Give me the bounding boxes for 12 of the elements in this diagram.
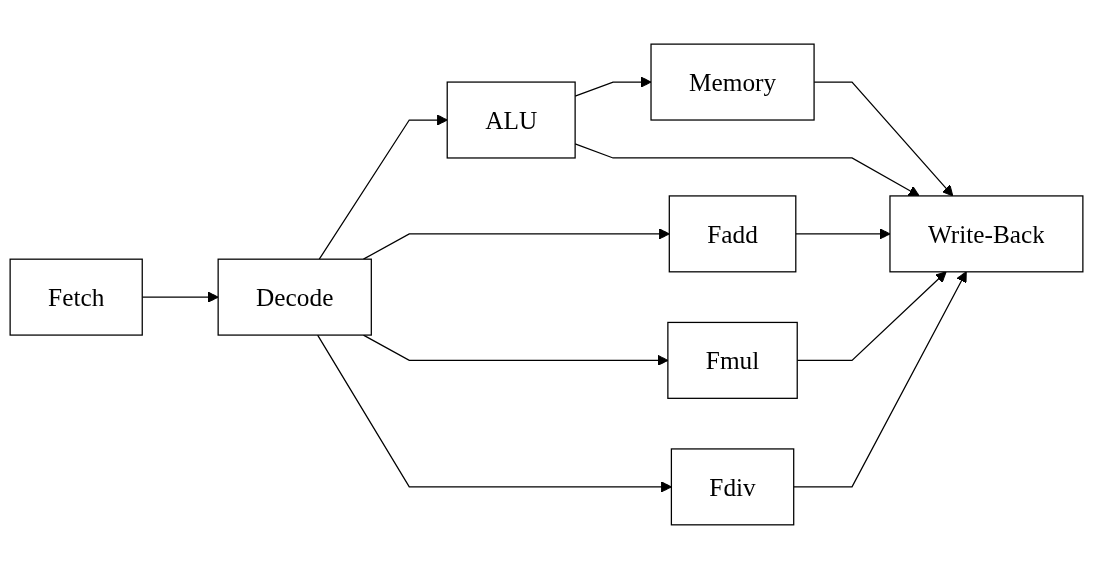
arrow — [318, 114, 448, 260]
node-box: Fetch — [9, 258, 143, 336]
node-box: Memory — [650, 43, 815, 121]
node-box: Fadd — [668, 195, 797, 273]
arrow — [317, 334, 672, 493]
node-box: Write-Back — [889, 195, 1084, 273]
node-box: Fdiv — [670, 448, 795, 526]
node-box: ALU — [446, 81, 576, 159]
node-box: Fmul — [667, 321, 798, 399]
node-box: Decode — [217, 258, 372, 336]
arrow — [362, 228, 670, 260]
arrow — [793, 271, 967, 488]
